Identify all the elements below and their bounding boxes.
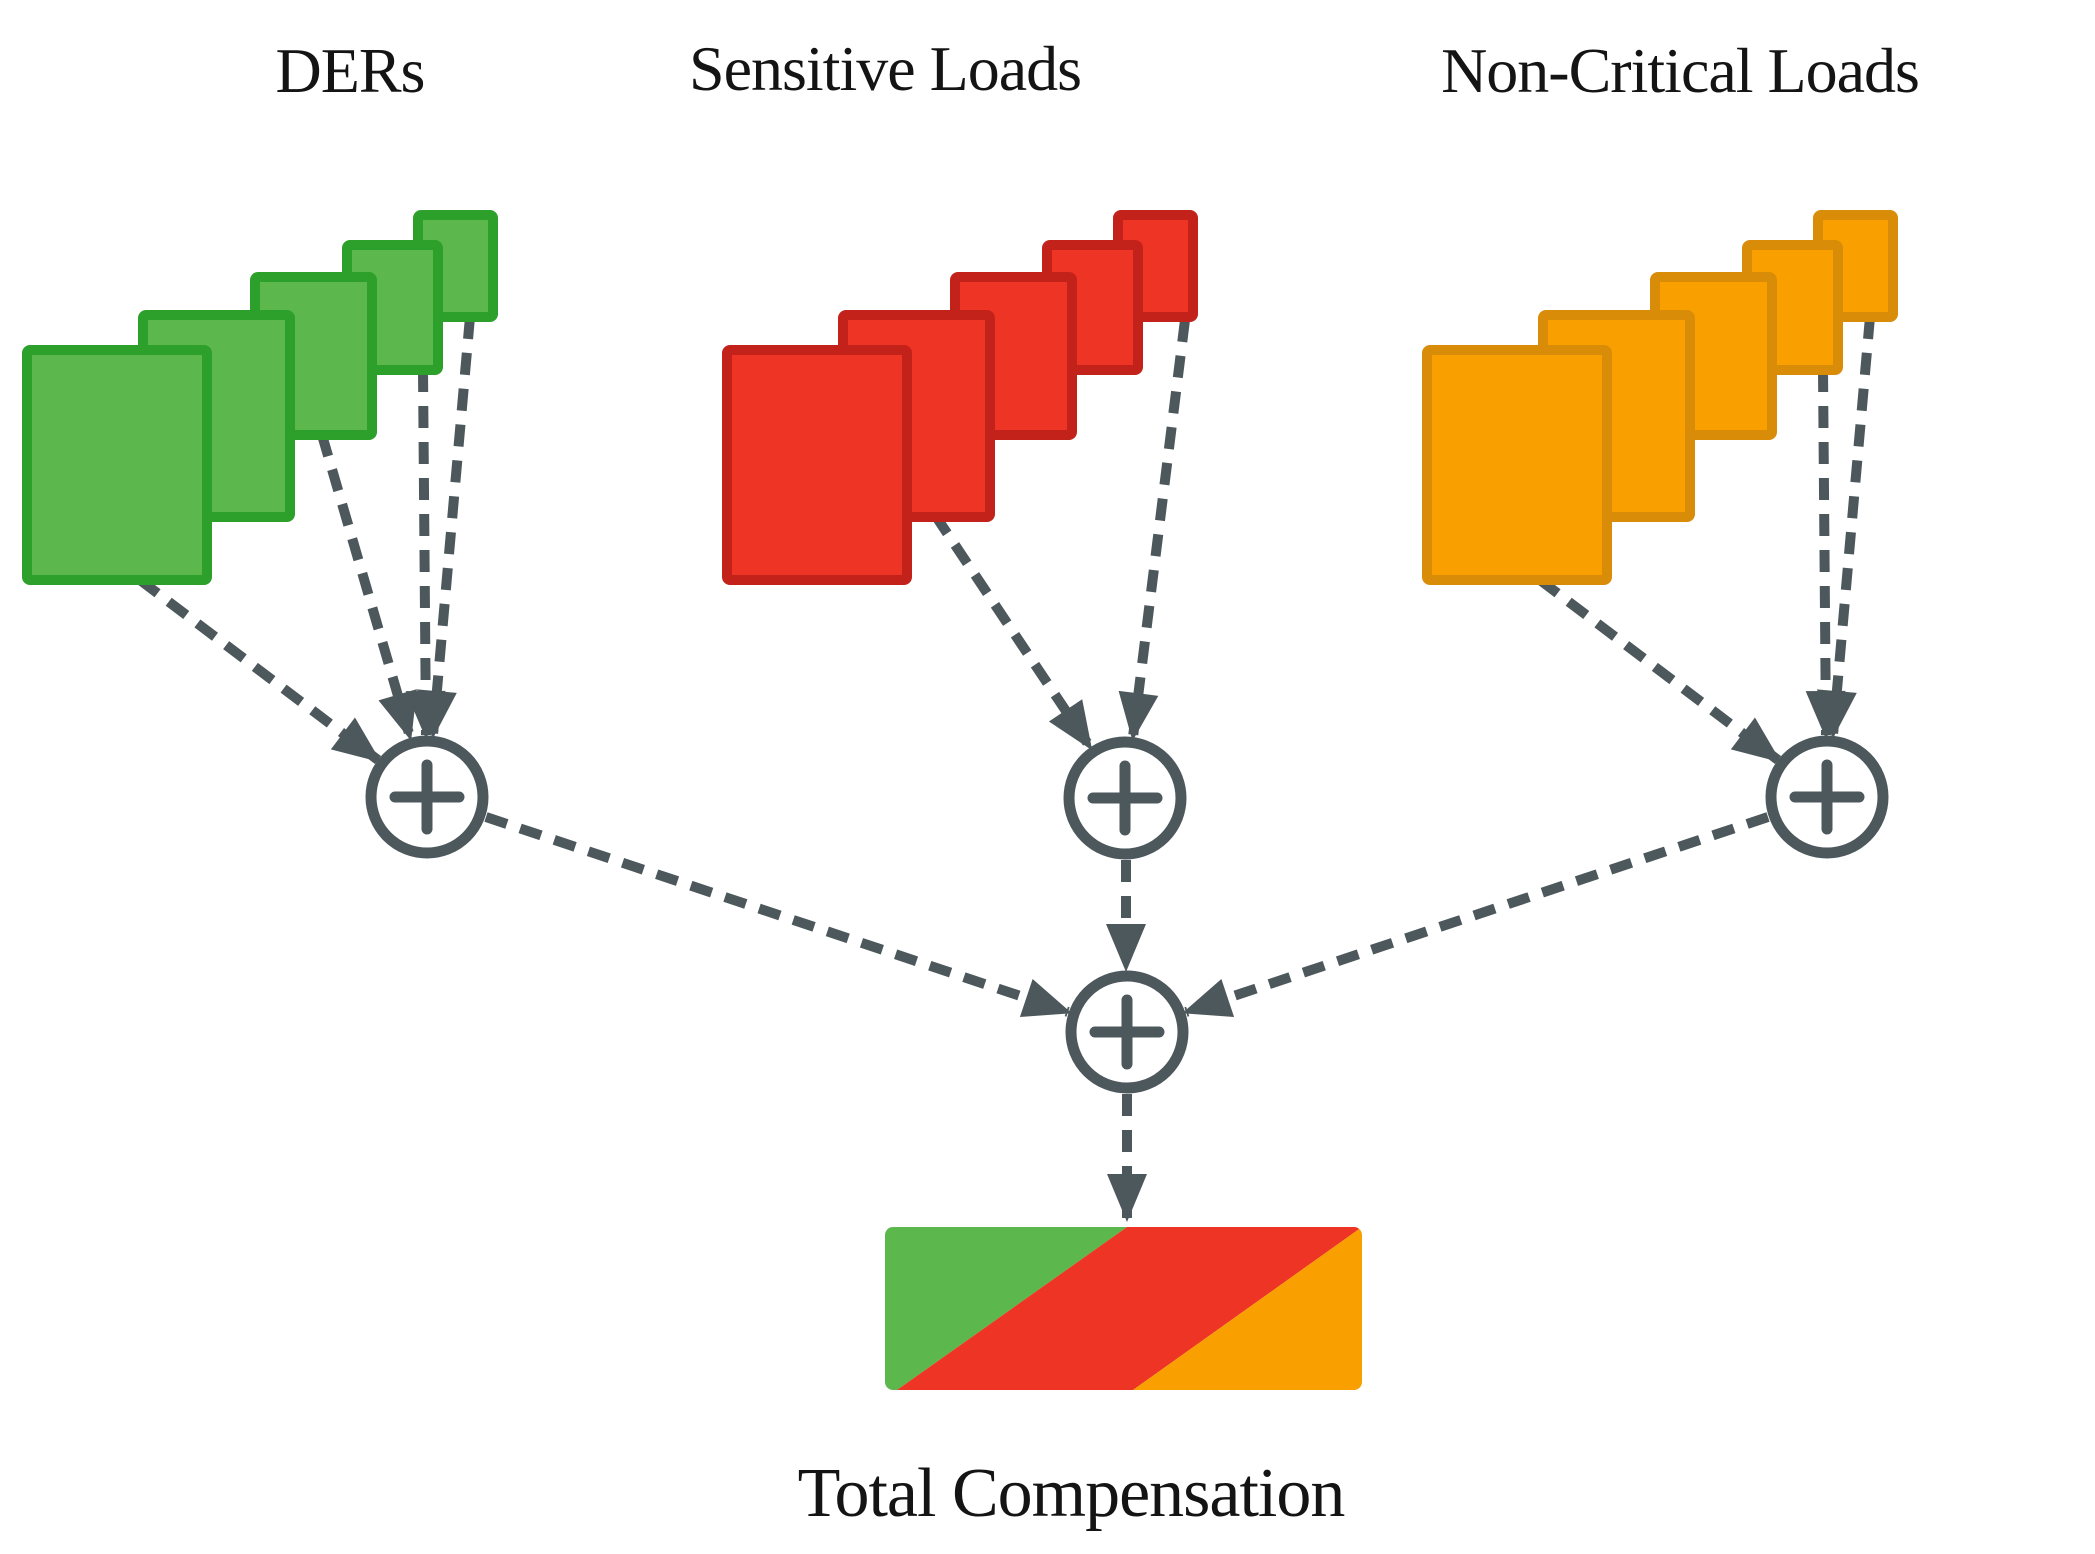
dashed-arrow-icon (930, 512, 1095, 751)
aggregation-arrows (484, 812, 1770, 1222)
ders-arrows (136, 316, 475, 764)
bar-segment-sensitive-loads (897, 1227, 1362, 1390)
sensitive-load-square-1 (722, 345, 912, 585)
sum-node-non-critical-loads (1765, 735, 1889, 859)
dashed-arrow-icon (1182, 812, 1770, 1017)
non-critical-loads-arrows (1536, 316, 1875, 764)
sensitive-loads-arrows (930, 319, 1190, 751)
ders-square-stack (22, 210, 498, 585)
dashed-arrow-icon (484, 812, 1072, 1017)
sensitive-loads-square-stack (722, 210, 1198, 585)
group-title-ders: DERs (276, 35, 425, 106)
non-critical-load-square-1 (1422, 345, 1612, 585)
dashed-arrow-icon (1536, 576, 1782, 764)
sum-node-ders (365, 735, 489, 859)
bar-segment-ders (885, 1227, 1127, 1390)
sum-node-total (1065, 970, 1189, 1094)
dashed-arrow-icon (136, 576, 382, 764)
dashed-arrow-icon (1805, 369, 1846, 739)
sum-node-sensitive-loads (1063, 736, 1187, 860)
group-title-sensitive-loads: Sensitive Loads (689, 33, 1081, 104)
non-critical-loads-square-stack (1422, 210, 1898, 585)
plus-icon (1789, 759, 1865, 835)
plus-icon (1089, 994, 1165, 1070)
group-title-non-critical-loads: Non-Critical Loads (1441, 35, 1919, 106)
dashed-arrow-icon (405, 369, 446, 739)
dashed-arrow-icon (317, 433, 417, 741)
der-square-1 (22, 345, 212, 585)
total-compensation-bar (885, 1227, 1362, 1390)
output-title-total-compensation: Total Compensation (798, 1455, 1345, 1532)
plus-icon (389, 759, 465, 835)
plus-icon (1087, 760, 1163, 836)
bar-segment-non-critical-loads (1133, 1227, 1362, 1390)
